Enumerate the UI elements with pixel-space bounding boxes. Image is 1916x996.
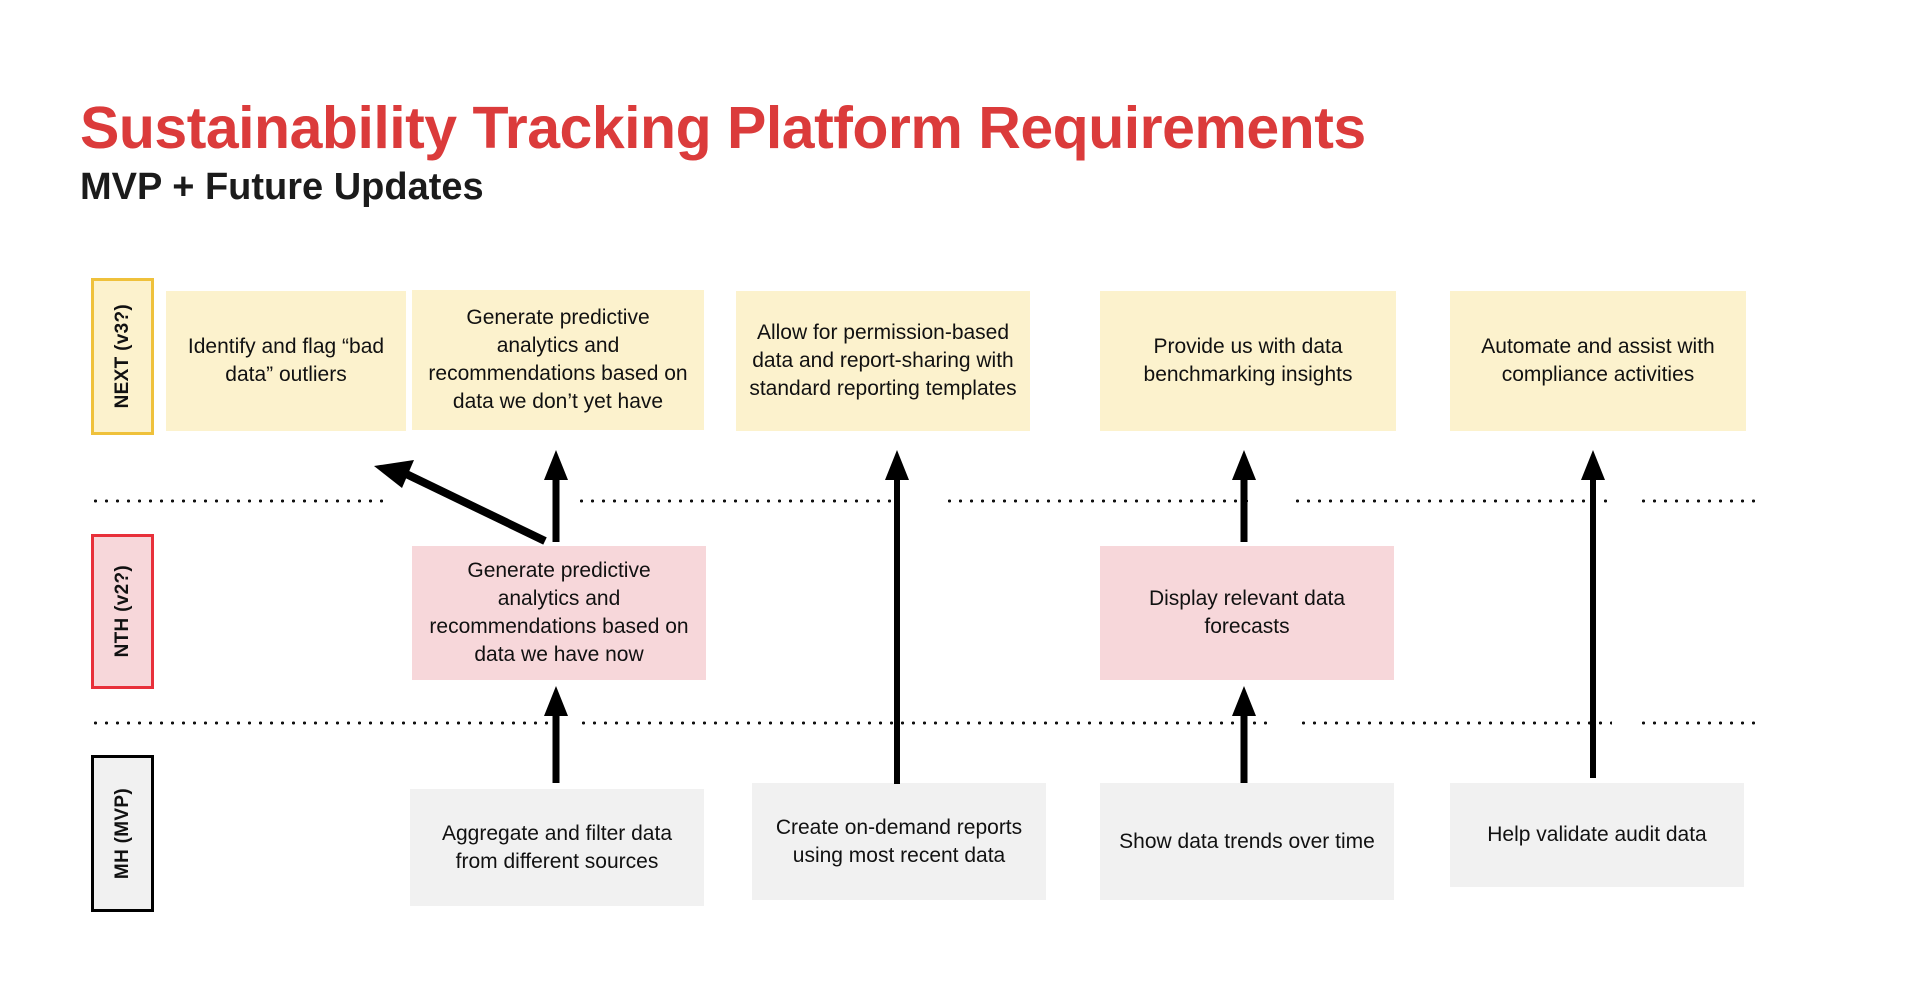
divider-next-nth-seg3 [944,499,1252,503]
card-next-4[interactable]: Provide us with data benchmarking insigh… [1100,291,1396,431]
card-next-2-text: Generate predictive analytics and recomm… [428,306,688,413]
divider-next-nth-seg1 [90,499,390,503]
card-mvp-4[interactable]: Help validate audit data [1450,783,1744,887]
card-mvp-2-text: Create on-demand reports using most rece… [775,815,1023,867]
card-mvp-3-text: Show data trends over time [1119,829,1375,853]
lane-label-mvp-text: MH (MVP) [111,787,133,880]
arrow-mvp-to-next-col3 [880,450,914,784]
card-next-3[interactable]: Allow for permission-based data and repo… [736,291,1030,431]
divider-nth-mvp-seg2 [578,721,1272,725]
lane-label-next-text: NEXT (v3?) [111,304,133,409]
card-nth-2[interactable]: Display relevant data forecasts [1100,546,1394,680]
lane-label-mvp: MH (MVP) [91,755,154,912]
divider-nth-mvp-seg3 [1298,721,1612,725]
card-next-4-text: Provide us with data benchmarking insigh… [1143,335,1353,386]
lane-label-nth: NTH (v2?) [91,534,154,689]
divider-nth-mvp-seg4 [1638,721,1758,725]
card-next-3-text: Allow for permission-based data and repo… [749,321,1017,400]
card-mvp-1-text: Aggregate and filter data from different… [442,821,672,873]
card-mvp-1[interactable]: Aggregate and filter data from different… [410,789,704,906]
card-mvp-3[interactable]: Show data trends over time [1100,783,1394,900]
page-title: Sustainability Tracking Platform Require… [80,95,1366,161]
card-mvp-2[interactable]: Create on-demand reports using most rece… [752,783,1046,900]
divider-nth-mvp-seg1 [90,721,550,725]
arrow-mvp-to-nth-col2 [539,686,573,783]
card-mvp-4-text: Help validate audit data [1487,823,1707,847]
card-nth-1-text: Generate predictive analytics and recomm… [429,559,689,666]
lane-label-nth-text: NTH (v2?) [111,565,133,658]
divider-next-nth-seg4 [1292,499,1610,503]
divider-next-nth-seg2 [576,499,894,503]
card-next-5[interactable]: Automate and assist with compliance acti… [1450,291,1746,431]
arrow-mvp-to-next-col5 [1576,450,1610,778]
arrow-nth-to-next-col1-diagonal [370,452,550,547]
arrow-nth-to-next-col4 [1227,450,1261,542]
card-next-5-text: Automate and assist with compliance acti… [1481,335,1715,386]
divider-next-nth-seg5 [1638,499,1758,503]
card-nth-2-text: Display relevant data forecasts [1148,587,1346,638]
card-next-2[interactable]: Generate predictive analytics and recomm… [412,290,704,430]
card-nth-1[interactable]: Generate predictive analytics and recomm… [412,546,706,680]
card-next-1[interactable]: Identify and flag “bad data” outliers [166,291,406,431]
arrow-nth-to-next-col2 [539,450,573,542]
page-subtitle: MVP + Future Updates [80,166,484,208]
lane-label-next: NEXT (v3?) [91,278,154,435]
arrow-mvp-to-nth-col4 [1227,686,1261,783]
card-next-1-text: Identify and flag “bad data” outliers [187,335,385,386]
